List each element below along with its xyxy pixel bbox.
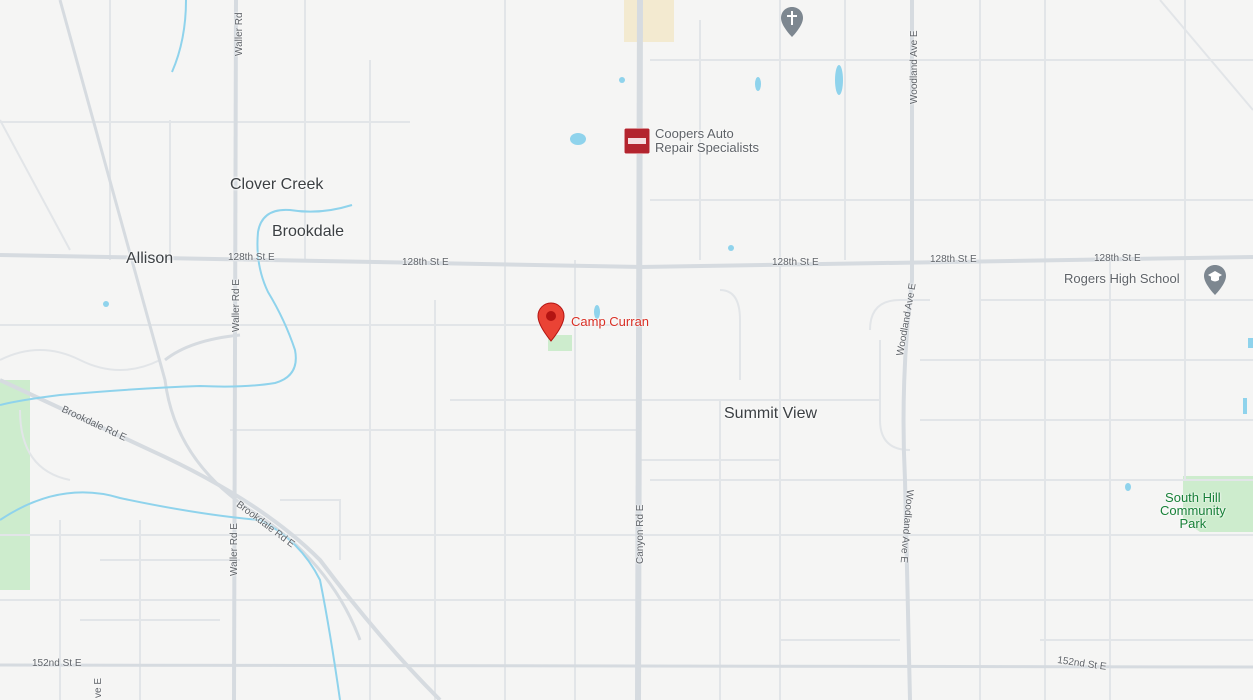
map-pin-icon[interactable] xyxy=(537,302,565,342)
park-label-line3: Park xyxy=(1179,516,1207,531)
park-area-west xyxy=(0,380,30,590)
road-label-canyon-rd-e: Canyon Rd E xyxy=(635,504,646,564)
road-label-waller-rd-e: Waller Rd E xyxy=(229,523,240,576)
poi-label-camp-curran[interactable]: Camp Curran xyxy=(571,314,650,329)
road-label-128th-st-e: 128th St E xyxy=(772,257,819,268)
poi-label-coopers-line2: Repair Specialists xyxy=(655,140,760,156)
church-icon[interactable] xyxy=(780,6,804,38)
place-label-brookdale[interactable]: Brookdale xyxy=(272,223,345,240)
poi-label-coopers-line1: Coopers Auto xyxy=(655,126,734,141)
graduation-cap-icon[interactable] xyxy=(1203,264,1227,296)
poi-label-coopers-auto[interactable]: Coopers Auto Repair Specialists xyxy=(655,126,760,156)
place-label-summit-view[interactable]: Summit View xyxy=(724,405,818,422)
poi-label-south-hill-community-park[interactable]: South Hill Community Park xyxy=(1160,491,1226,530)
road-label-woodland-ave-e: Woodland Ave E xyxy=(909,30,920,104)
place-label-clover-creek[interactable]: Clover Creek xyxy=(230,176,324,193)
road-label-128th-st-e: 128th St E xyxy=(228,252,275,263)
ponds xyxy=(103,65,1253,491)
poi-label-rogers-high-school[interactable]: Rogers High School xyxy=(1064,271,1180,286)
road-label-128th-st-e: 128th St E xyxy=(930,254,977,265)
road-label-waller-rd-e: Waller Rd E xyxy=(231,279,242,332)
road-label-128th-st-e: 128th St E xyxy=(1094,253,1141,264)
road-label-128th-st-e: 128th St E xyxy=(402,257,449,268)
commercial-area xyxy=(624,0,674,42)
road-label-152nd-st-e: 152nd St E xyxy=(32,658,82,669)
business-logo-icon[interactable] xyxy=(623,127,651,155)
park-area-south-hill xyxy=(1183,476,1253,532)
park-label-line2: Community xyxy=(1160,503,1226,518)
streams xyxy=(0,0,353,700)
road-label-partial: ve E xyxy=(93,677,104,698)
road-label-waller-rd: Waller Rd xyxy=(234,12,245,56)
park-area-camp-curran xyxy=(548,335,572,351)
business-logo-icon-graphic xyxy=(623,127,651,155)
place-label-allison[interactable]: Allison xyxy=(126,250,174,267)
park-label-line1: South Hill xyxy=(1165,490,1221,505)
